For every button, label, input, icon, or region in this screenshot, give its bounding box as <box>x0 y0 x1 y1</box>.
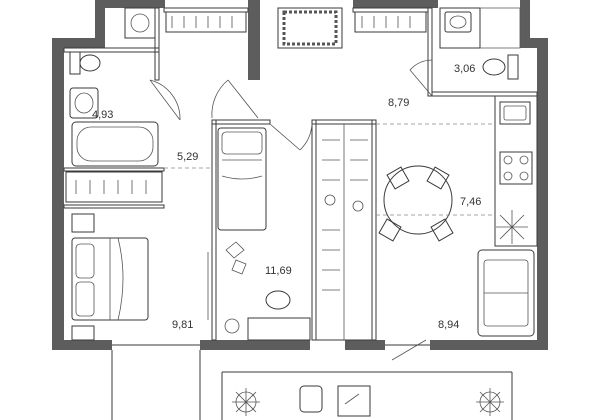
shower <box>439 7 481 49</box>
kitchen-sink <box>499 101 531 125</box>
plant-icon <box>224 318 240 334</box>
closet-left <box>165 11 247 33</box>
corridor-closet <box>315 123 373 341</box>
toilet <box>69 51 101 75</box>
wc-sink <box>444 11 472 33</box>
wc-toilet <box>482 54 519 80</box>
balcony-table <box>337 385 371 417</box>
bedroom-area-label: 9,81 <box>172 319 193 331</box>
washing-machine <box>124 7 156 39</box>
children-desk <box>247 317 311 341</box>
nightstand <box>71 213 95 233</box>
kitchen-counter <box>494 95 538 247</box>
wc <box>409 7 521 97</box>
corridor-area-label: 8,79 <box>388 97 409 109</box>
kitchen <box>378 95 538 247</box>
bathroom <box>69 7 181 167</box>
interior-walls <box>63 7 538 341</box>
balcony <box>111 344 513 420</box>
wc-area-label: 3,06 <box>454 63 475 75</box>
hall-area-label: 5,29 <box>177 151 198 163</box>
balcony-plant-icon <box>476 388 504 416</box>
balcony-plant-icon <box>232 388 260 416</box>
bedroom <box>65 171 209 341</box>
sink <box>69 87 99 119</box>
bathtub <box>71 121 159 167</box>
children-room <box>217 127 311 341</box>
living-room <box>391 249 535 361</box>
bedroom-wardrobe <box>65 171 163 203</box>
zone-separators <box>164 123 495 216</box>
closet-right <box>354 11 427 33</box>
stove <box>499 151 533 185</box>
children-chair <box>265 290 291 310</box>
sofa <box>477 249 535 337</box>
hall-door <box>269 123 313 151</box>
entry-rug <box>277 7 343 49</box>
outer-walls <box>52 0 548 350</box>
balcony-chair <box>299 385 323 413</box>
dining-table <box>378 165 454 242</box>
living-room-area-label: 8,94 <box>438 319 459 331</box>
entry-door <box>211 79 259 119</box>
children-room-area-label: 11,69 <box>265 265 292 277</box>
kitchen-area-label: 7,46 <box>460 196 481 208</box>
children-bed <box>217 127 267 231</box>
bathroom-area-label: 4,93 <box>92 109 113 121</box>
